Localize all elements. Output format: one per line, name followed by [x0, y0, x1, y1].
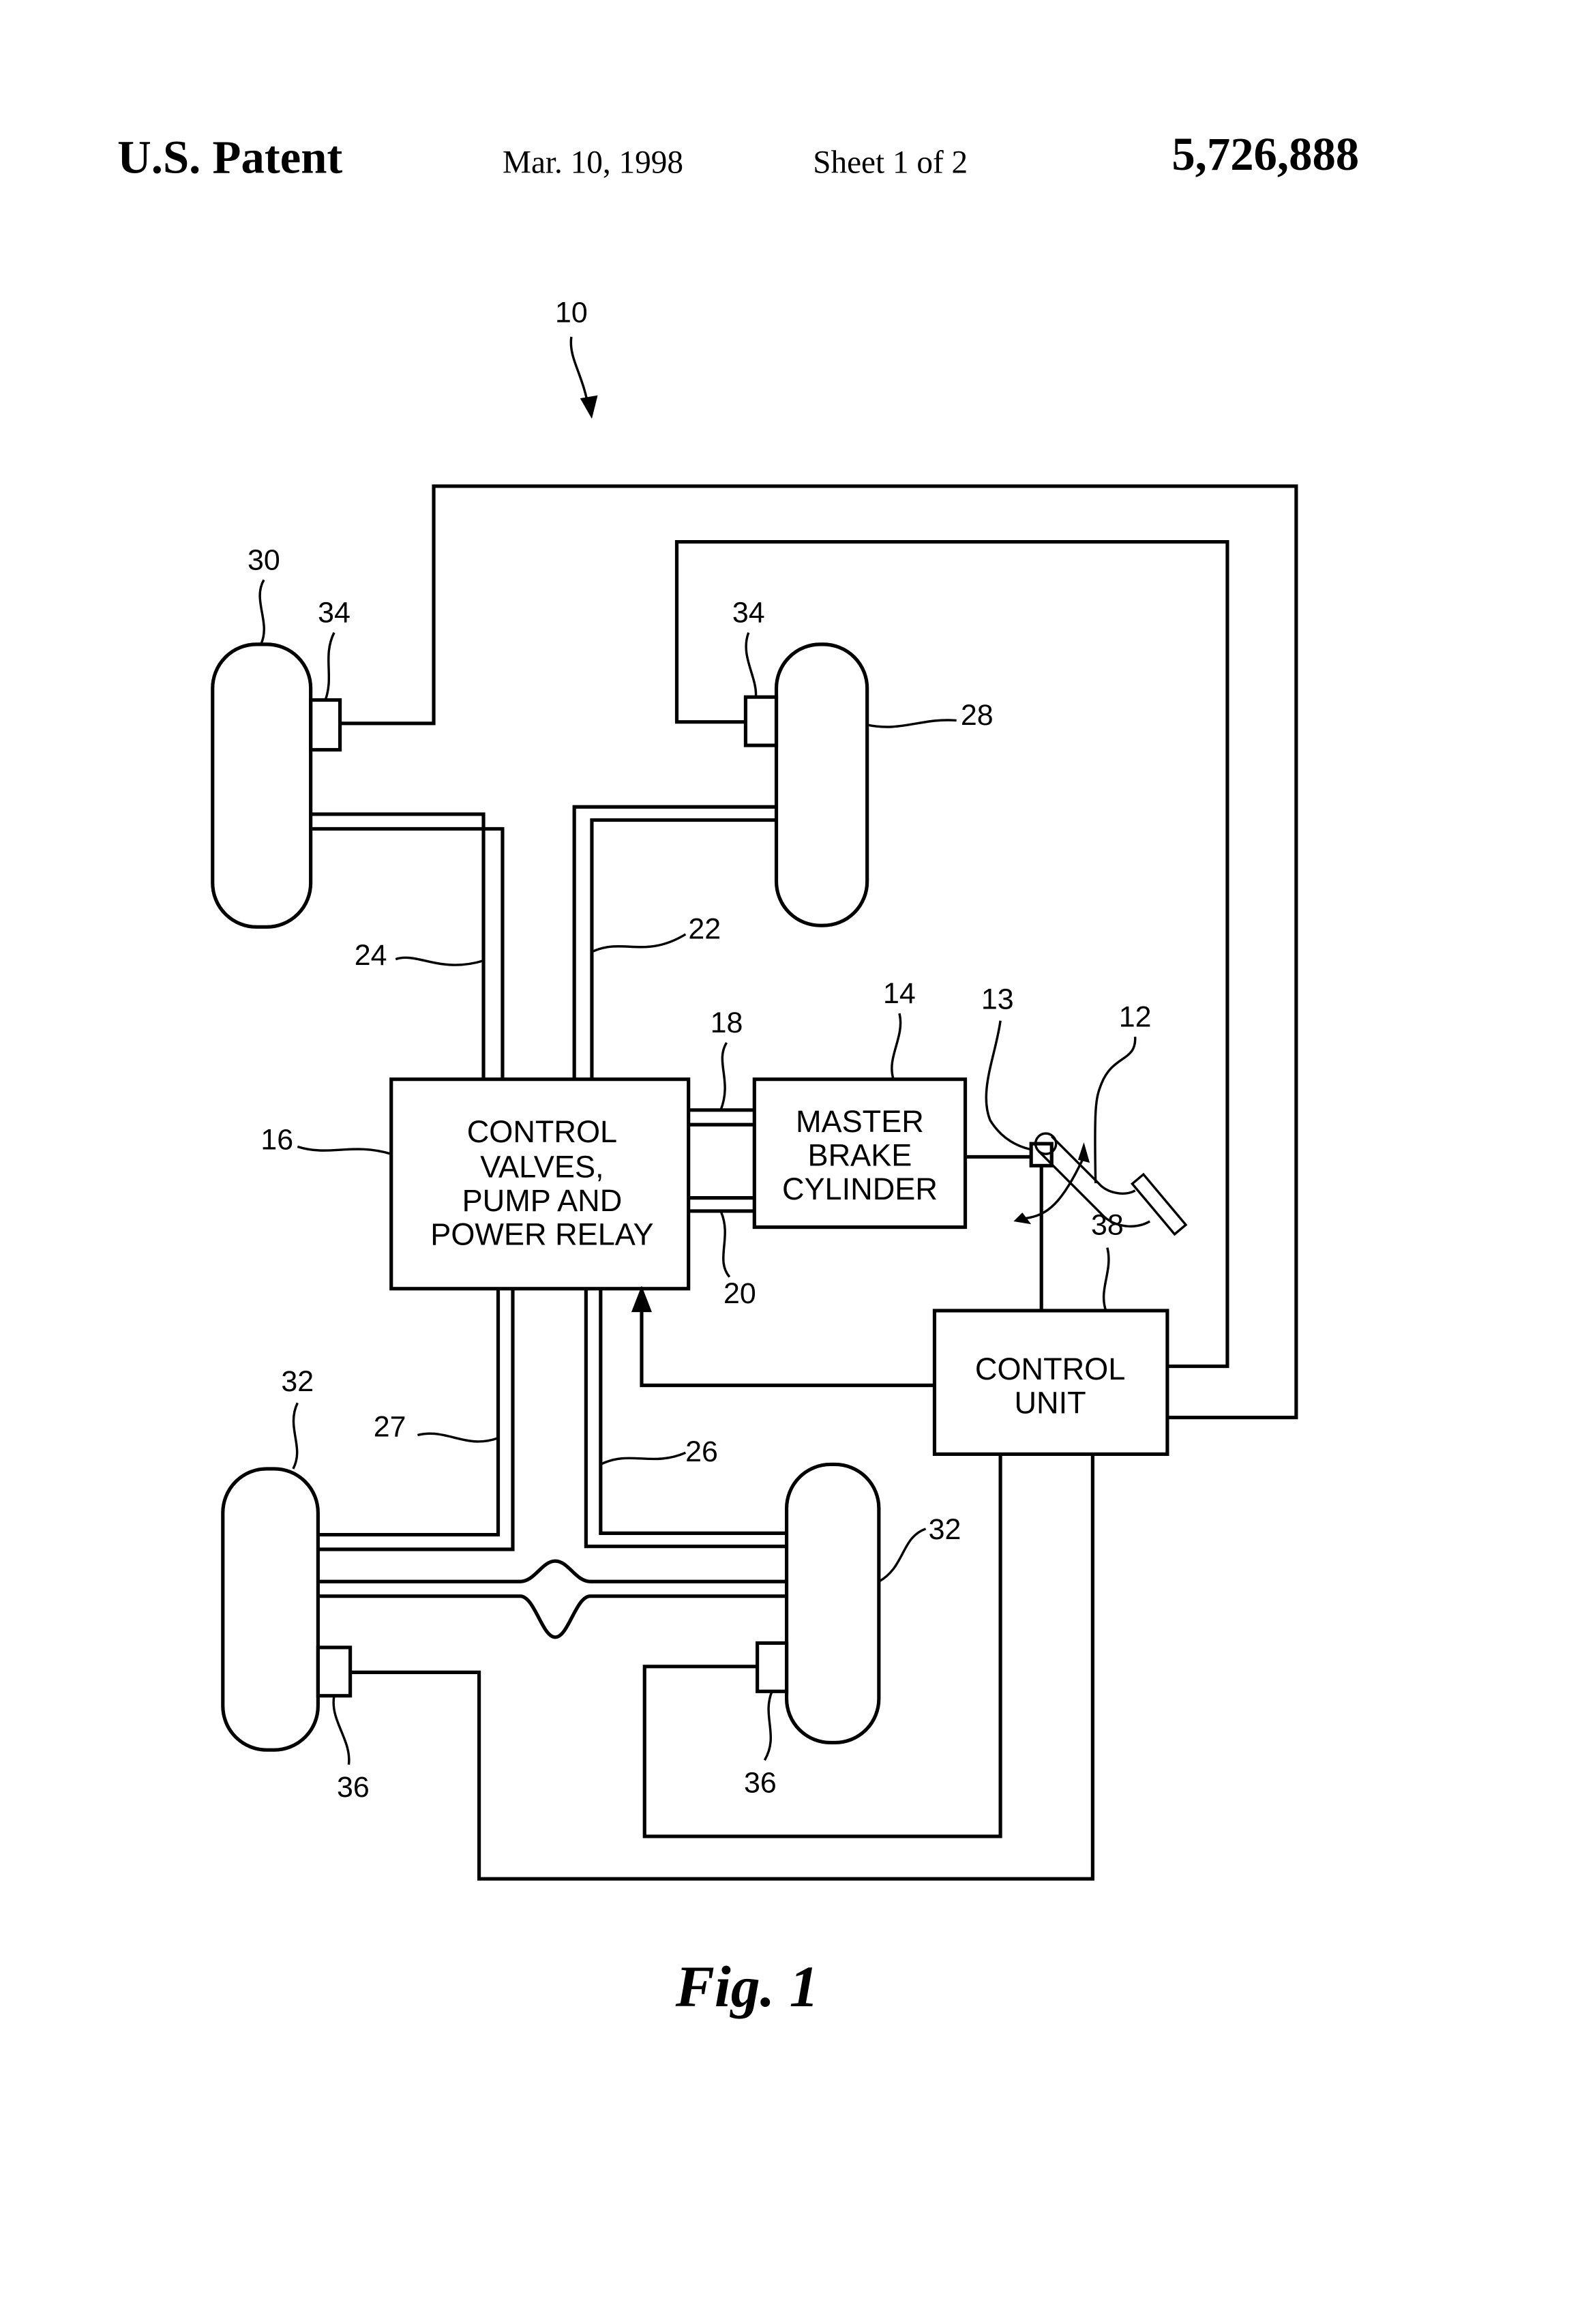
brake-line-18 — [689, 1110, 755, 1124]
header-patent-number: 5,726,888 — [1171, 128, 1359, 180]
master-brake-text-2: BRAKE — [808, 1137, 912, 1172]
header-sheet: Sheet 1 of 2 — [813, 145, 968, 180]
brake-line-27 — [318, 1289, 513, 1549]
sensor-front-right — [745, 697, 776, 745]
wheel-front-right — [777, 644, 867, 925]
rear-axle — [318, 1561, 786, 1637]
control-valves-text-2: VALVES, — [480, 1150, 603, 1185]
ref-27: 27 — [374, 1411, 406, 1444]
wheel-rear-left — [223, 1469, 318, 1750]
ref-36-left: 36 — [337, 1771, 370, 1804]
ref-22: 22 — [688, 913, 721, 946]
brake-line-26 — [586, 1289, 786, 1547]
header-date: Mar. 10, 1998 — [503, 145, 683, 180]
ref-14: 14 — [883, 977, 916, 1010]
control-unit-text-2: UNIT — [1015, 1385, 1086, 1420]
wire-pedal-sensor — [966, 1157, 1042, 1310]
ref-32-left: 32 — [281, 1365, 314, 1398]
ref-13: 13 — [981, 983, 1014, 1016]
master-brake-text-3: CYLINDER — [782, 1172, 938, 1206]
control-valves-text-4: POWER RELAY — [430, 1217, 653, 1251]
ref-34-left: 34 — [318, 597, 350, 629]
ref-20: 20 — [723, 1277, 756, 1310]
ref-28: 28 — [961, 699, 994, 732]
figure-caption: Fig. 1 — [675, 1954, 819, 2019]
wire-front-right — [676, 542, 1227, 1367]
ref-34-right: 34 — [732, 597, 765, 629]
ref-16: 16 — [260, 1124, 293, 1157]
ref-12: 12 — [1119, 1000, 1152, 1033]
brake-line-24 — [311, 814, 503, 1079]
brake-line-22 — [574, 807, 776, 1079]
ref-30: 30 — [248, 543, 280, 576]
master-brake-text-1: MASTER — [796, 1104, 924, 1139]
wheel-front-left — [213, 644, 311, 927]
sensor-rear-right — [758, 1643, 787, 1691]
ref-26: 26 — [685, 1435, 718, 1468]
ref-18: 18 — [711, 1007, 743, 1039]
reference-numerals: 30 34 34 28 24 22 18 14 13 12 16 20 38 3… — [248, 543, 1151, 1804]
ref-32-right: 32 — [929, 1513, 961, 1546]
ref-24: 24 — [355, 939, 387, 972]
header-left: U.S. Patent — [117, 131, 342, 183]
wire-rear-right — [644, 1454, 1000, 1836]
ref-10: 10 — [555, 296, 588, 329]
sensor-rear-left — [318, 1648, 350, 1696]
arrowhead-icon — [580, 396, 598, 419]
control-unit-text-1: CONTROL — [975, 1352, 1125, 1386]
wire-control-to-valves — [642, 1309, 934, 1386]
control-valves-text-1: CONTROL — [467, 1114, 617, 1149]
wheel-rear-right — [787, 1464, 879, 1742]
ref-36-right: 36 — [744, 1766, 777, 1799]
control-valves-text-3: PUMP AND — [462, 1183, 623, 1218]
sensor-front-left — [311, 700, 340, 749]
ref-38: 38 — [1091, 1208, 1124, 1241]
brake-line-20 — [689, 1198, 755, 1211]
